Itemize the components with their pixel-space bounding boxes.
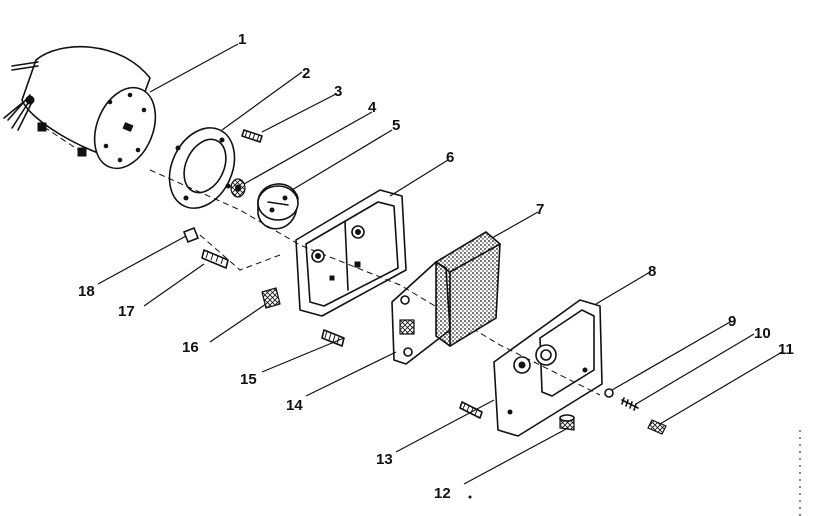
callout-8: 8 (648, 263, 656, 280)
callout-16: 16 (182, 339, 199, 356)
rear-cover-part-8 (493, 299, 603, 437)
screw-part-17 (201, 249, 229, 269)
callout-7: 7 (536, 201, 544, 218)
callout-3: 3 (334, 83, 342, 100)
motor-part-1 (3, 45, 157, 170)
screw-part-3 (241, 129, 263, 143)
callout-1: 1 (238, 31, 246, 48)
callout-labels: 1 2 3 4 5 6 7 8 9 10 11 12 13 14 15 16 1… (78, 31, 794, 502)
bushing-part-12 (559, 414, 575, 431)
clip-part-16 (261, 287, 281, 309)
ball-part-9 (604, 388, 614, 398)
set-screw-part-11 (647, 419, 667, 435)
callout-13: 13 (376, 451, 393, 468)
callout-10: 10 (754, 325, 771, 342)
leader-lines (97, 43, 783, 485)
foam-pad-part-7 (435, 231, 501, 347)
callout-12: 12 (434, 485, 451, 502)
screw-part-13 (459, 401, 483, 419)
gasket-plate-part-14 (391, 261, 451, 365)
callout-17: 17 (118, 303, 135, 320)
adapter-ring-part-2 (168, 127, 236, 209)
vent-grid (399, 319, 415, 335)
coupling-part-4 (230, 178, 246, 198)
callout-4: 4 (368, 99, 377, 116)
nut-part-18 (182, 226, 200, 244)
callout-5: 5 (392, 117, 400, 134)
callout-14: 14 (286, 397, 303, 414)
cam-disc-part-5 (257, 183, 299, 230)
spring-part-10 (621, 397, 639, 411)
callout-2: 2 (302, 65, 310, 82)
front-housing-part-6 (295, 189, 407, 317)
callout-15: 15 (240, 371, 257, 388)
callout-9: 9 (728, 313, 736, 330)
callout-11: 11 (778, 341, 794, 358)
callout-6: 6 (446, 149, 454, 166)
scan-dot (468, 495, 472, 499)
callout-18: 18 (78, 283, 95, 300)
screw-part-15 (321, 329, 345, 347)
